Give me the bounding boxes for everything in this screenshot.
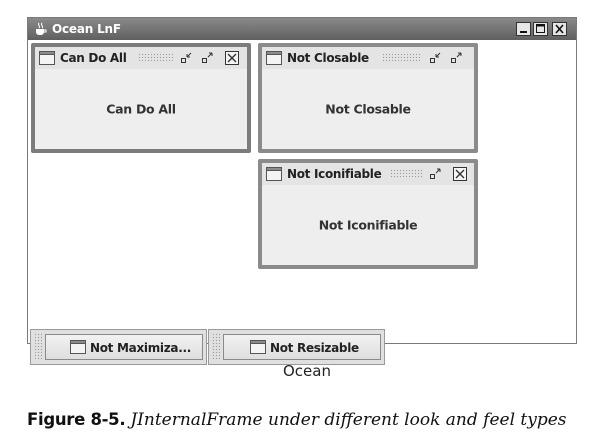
- internal-frame-content: Not Closable: [262, 69, 474, 149]
- iconify-button[interactable]: [428, 51, 443, 65]
- window-close-button[interactable]: [552, 22, 567, 36]
- look-and-feel-caption: Ocean: [283, 362, 331, 380]
- iconify-icon: [428, 52, 443, 69]
- internal-frame-content: Not Iconifiable: [262, 185, 474, 265]
- close-button[interactable]: [453, 167, 468, 181]
- internal-frame-not-iconifiable[interactable]: Not Iconifiable Not Iconifiable: [258, 159, 478, 269]
- internal-frame-titlebar[interactable]: Not Iconifiable: [262, 163, 474, 186]
- content-label: Not Closable: [325, 101, 411, 117]
- maximize-icon: [428, 168, 443, 185]
- content-label: Can Do All: [106, 101, 176, 117]
- title-grip: [382, 53, 422, 63]
- internal-frame-titlebar[interactable]: Can Do All: [35, 47, 247, 70]
- window-title: Ocean LnF: [52, 22, 121, 36]
- internal-frame-content: Can Do All: [35, 69, 247, 149]
- figure-number: Figure 8-5.: [27, 410, 126, 429]
- desktop-pane[interactable]: Can Do All: [28, 40, 576, 365]
- internal-frame-titlebar[interactable]: Not Closable: [262, 47, 474, 70]
- title-grip: [138, 53, 174, 63]
- drag-grip[interactable]: [212, 333, 220, 361]
- figure-caption: Figure 8-5. JInternalFrame under differe…: [27, 409, 567, 430]
- frame-icon: [266, 167, 282, 181]
- drag-grip[interactable]: [34, 333, 42, 361]
- maximize-button[interactable]: [449, 51, 464, 65]
- title-grip: [390, 169, 422, 179]
- figure-text: JInternalFrame under different look and …: [130, 410, 567, 430]
- maximize-button[interactable]: [428, 167, 443, 181]
- iconify-icon: [179, 52, 194, 69]
- frame-icon: [250, 340, 266, 354]
- close-button[interactable]: [225, 51, 240, 65]
- internal-frame-title: Not Iconifiable: [287, 167, 382, 181]
- internal-frame-can-do-all[interactable]: Can Do All: [31, 43, 251, 153]
- iconified-frame-not-resizable[interactable]: Not Resizable: [208, 329, 385, 365]
- internal-frame-not-closable[interactable]: Not Closable Not Closable: [258, 43, 478, 153]
- java-cup-icon: [34, 22, 47, 36]
- maximize-icon: [449, 52, 464, 69]
- window-minimize-button[interactable]: [516, 22, 531, 36]
- deiconify-button[interactable]: Not Maximiza...: [45, 334, 203, 360]
- content-label: Not Iconifiable: [318, 217, 418, 233]
- window-titlebar[interactable]: Ocean LnF: [28, 18, 576, 40]
- maximize-button[interactable]: [200, 51, 215, 65]
- internal-frame-title: Can Do All: [60, 51, 127, 65]
- frame-icon: [266, 51, 282, 65]
- iconified-frame-not-maximizable[interactable]: Not Maximiza...: [30, 329, 207, 365]
- iconified-frame-label: Not Resizable: [270, 341, 359, 355]
- frame-icon: [70, 340, 86, 354]
- maximize-icon: [534, 23, 547, 35]
- minimize-icon: [517, 23, 530, 35]
- main-window: Ocean LnF Can Do All: [27, 17, 577, 365]
- window-maximize-button[interactable]: [533, 22, 548, 36]
- close-icon: [453, 167, 468, 185]
- close-icon: [225, 51, 240, 69]
- frame-icon: [39, 51, 55, 65]
- internal-frame-title: Not Closable: [287, 51, 369, 65]
- maximize-icon: [200, 52, 215, 69]
- deiconify-button[interactable]: Not Resizable: [223, 334, 381, 360]
- iconify-button[interactable]: [179, 51, 194, 65]
- iconified-frame-label: Not Maximiza...: [90, 341, 191, 355]
- close-icon: [553, 23, 566, 35]
